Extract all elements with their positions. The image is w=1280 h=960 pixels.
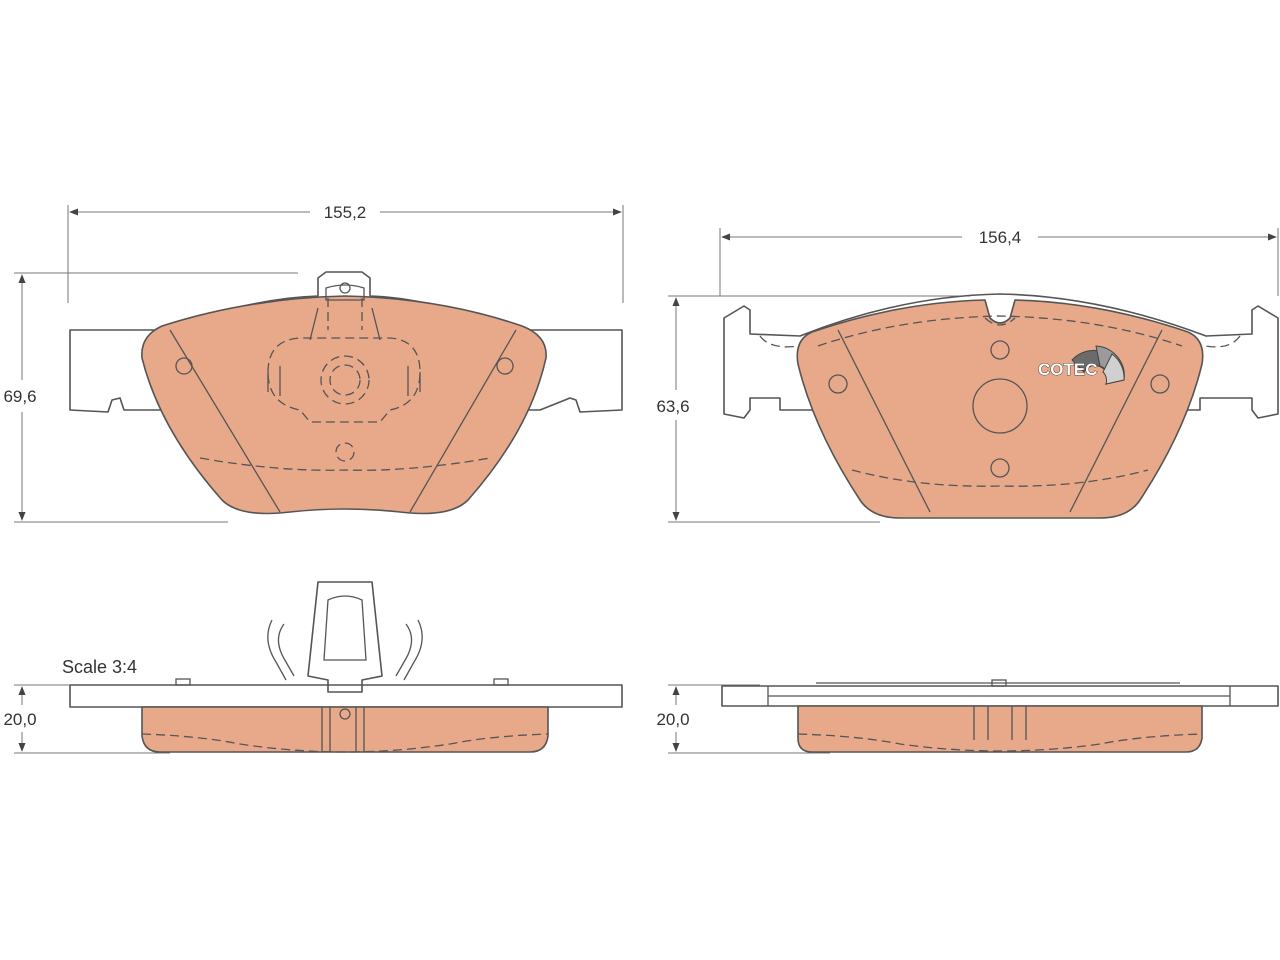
rear-plate-hidden-lines <box>759 335 1241 348</box>
rear-wear-line <box>851 469 1149 487</box>
front-side-slot <box>321 707 365 752</box>
front-side-friction-material <box>141 706 549 753</box>
front-spring-ring-inner <box>329 364 361 396</box>
rear-friction-material <box>796 299 1204 519</box>
rear-backing-plate <box>723 293 1279 419</box>
rear-hole-right <box>1150 374 1170 394</box>
rear-side-slot <box>973 706 1027 740</box>
front-chamfer-left <box>169 329 281 513</box>
rear-hole-left <box>828 374 848 394</box>
rear-side-friction-material <box>797 705 1203 753</box>
front-side-rivet-right <box>493 678 509 686</box>
front-side-spring-right <box>395 619 423 681</box>
front-side-pin <box>339 708 351 720</box>
rear-side-wear-line <box>797 733 1203 752</box>
front-clip-pin <box>339 282 351 294</box>
rear-center-circle <box>972 378 1028 434</box>
front-side-backing-plate <box>69 684 623 708</box>
front-side-spring-left <box>267 619 295 681</box>
front-spring-arms <box>309 307 381 341</box>
rear-side-plate-lines <box>767 686 1231 706</box>
rear-height-label: 63,6 <box>656 397 689 416</box>
front-height-label: 69,6 <box>3 387 36 406</box>
front-wear-line <box>199 457 491 471</box>
rear-chamfer-right <box>1069 329 1163 513</box>
front-friction-material <box>141 295 547 515</box>
front-pad-view: 155,2 69,6 <box>3 203 624 523</box>
rear-thickness-label: 20,0 <box>656 710 689 729</box>
cotec-logo: COTEC <box>1038 345 1125 385</box>
rear-pad-view: 156,4 63,6 COTEC <box>656 228 1279 523</box>
front-side-clip-inner <box>323 595 367 661</box>
front-spring-ring-outer <box>320 355 370 405</box>
rear-hole-top <box>990 340 1010 360</box>
cotec-logo-text: COTEC <box>1038 360 1098 379</box>
front-hole-center <box>335 442 355 462</box>
rear-pad-side-view: 20,0 <box>656 679 1279 754</box>
front-clip-top <box>325 284 365 301</box>
front-width-label: 155,2 <box>324 203 367 222</box>
front-clip-hidden-lines <box>327 298 363 330</box>
cotec-logo-dial-light <box>1102 353 1125 385</box>
front-chamfer-right <box>409 329 517 513</box>
front-hole-left <box>175 357 193 375</box>
front-pad-side-view: Scale 3:4 20,0 <box>3 581 623 754</box>
front-thickness-label: 20,0 <box>3 710 36 729</box>
rear-notch-hidden <box>984 317 1016 326</box>
rear-top-hidden-line <box>817 315 1183 347</box>
rear-hole-bottom <box>990 458 1010 478</box>
front-hole-right <box>496 357 514 375</box>
front-side-wear-line <box>141 733 549 753</box>
rear-width-label: 156,4 <box>979 228 1022 247</box>
front-side-clip <box>307 581 383 693</box>
scale-label: Scale 3:4 <box>62 657 137 677</box>
front-spring-tabs <box>267 366 421 396</box>
front-side-rivet-left <box>175 678 191 686</box>
